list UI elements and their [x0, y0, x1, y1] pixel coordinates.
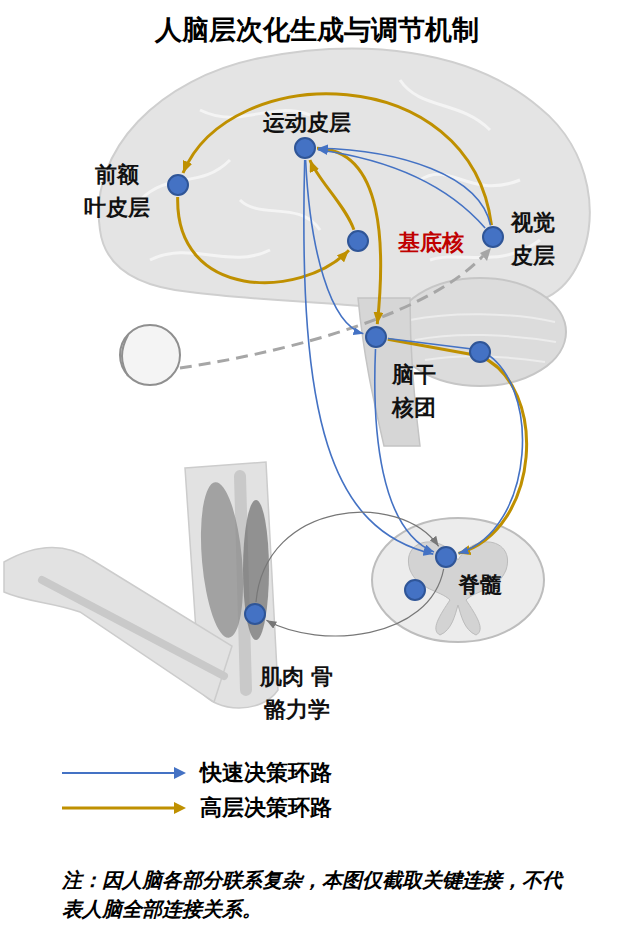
- neuron-node: 脊髓: [435, 546, 457, 568]
- pathway-connector: [266, 569, 443, 636]
- region-label: 视觉 皮层: [509, 206, 557, 272]
- region-label: 基底核: [394, 226, 468, 259]
- region-label: 肌肉 骨骼力学: [251, 660, 342, 726]
- visual-pathway-arrowhead: [480, 248, 491, 261]
- neuron-node: 肌肉 骨骼力学: [244, 603, 266, 625]
- pathway-connector: [304, 160, 433, 554]
- legend-row: 快速决策环路: [58, 758, 458, 788]
- region-label: 前额 叶皮层: [82, 158, 152, 224]
- forearm-bone: [42, 580, 224, 676]
- diagram-title: 人脑层次化生成与调节机制: [0, 12, 633, 47]
- pathway-connector: [183, 94, 492, 225]
- relay-dot: [470, 342, 490, 362]
- legend-sample: [58, 761, 190, 785]
- region-label: 脑干 核团: [390, 358, 438, 424]
- neuron-node: 视觉 皮层: [482, 226, 504, 248]
- cerebellum-folds: [410, 314, 556, 362]
- pathway-connector: [317, 148, 381, 324]
- region-label: 脊髓: [454, 568, 506, 601]
- pathway-connector: [318, 148, 491, 225]
- neuron-node: 运动皮层: [294, 137, 316, 159]
- neuron-node: 基底核: [347, 230, 369, 252]
- pathway-connector: [318, 150, 485, 228]
- eye-lens: [122, 335, 128, 376]
- region-label: 运动皮层: [257, 106, 357, 139]
- biceps: [195, 481, 248, 640]
- neuron-node: 前额 叶皮层: [167, 174, 189, 196]
- brain-outline: [99, 49, 590, 310]
- footnote: 注：因人脑各部分联系复杂，本图仅截取关键连接，不代表人脑全部连接关系。: [62, 866, 562, 924]
- legend-sample: [58, 796, 190, 820]
- neuron-node: 脑干 核团: [365, 326, 387, 348]
- brain-gyri: [140, 80, 540, 260]
- eye: [120, 325, 180, 385]
- triceps: [243, 500, 269, 640]
- legend-text: 高层决策环路: [200, 793, 332, 823]
- pathway-connector: [256, 512, 439, 602]
- pathway-connector: [310, 160, 354, 230]
- legend-text: 快速决策环路: [200, 758, 332, 788]
- relay-dot: [405, 580, 425, 600]
- pathway-connector: [178, 197, 349, 283]
- legend-row: 高层决策环路: [58, 793, 458, 823]
- forearm: [4, 547, 232, 702]
- visual-pathway: [180, 256, 483, 368]
